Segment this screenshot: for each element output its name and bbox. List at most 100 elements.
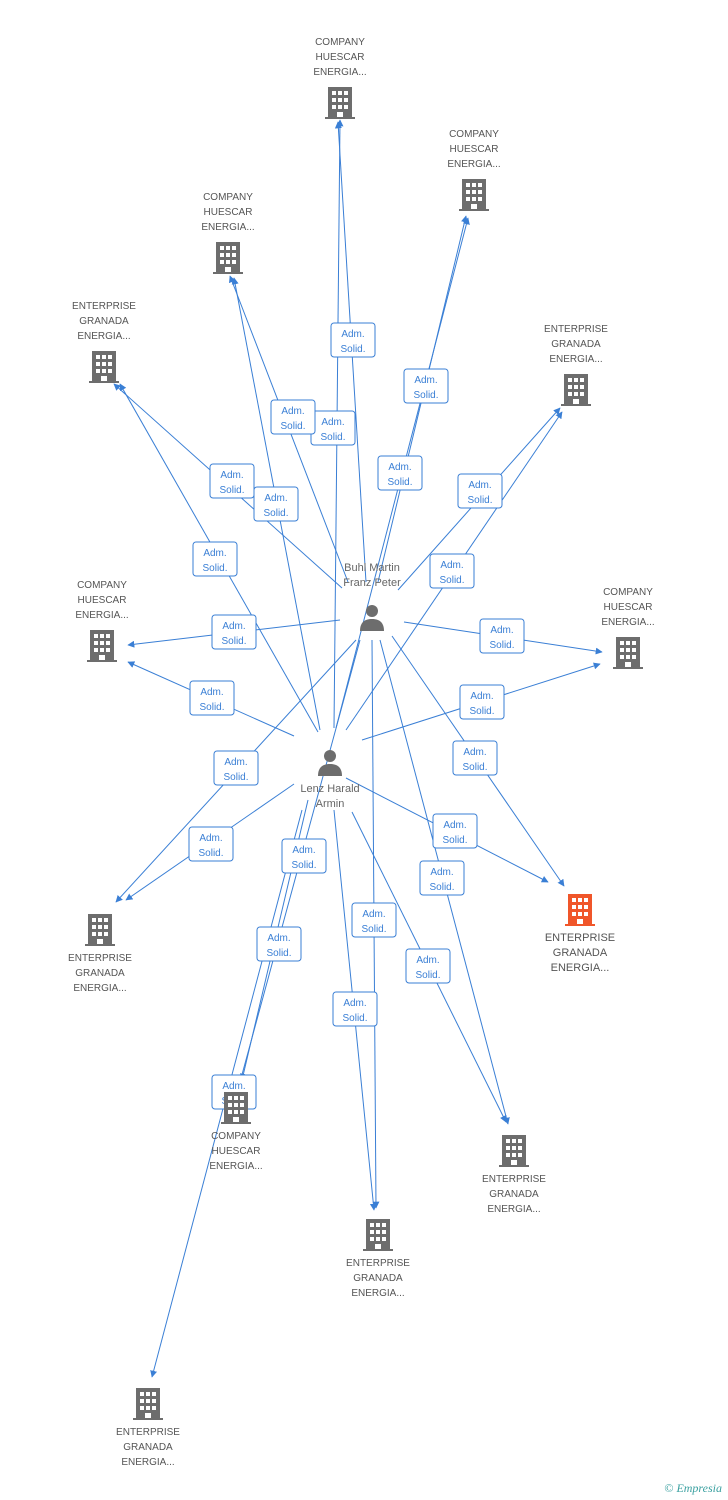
role-label[interactable]: Adm.Solid. <box>457 473 503 509</box>
role-label-text: Adm. <box>222 1081 245 1092</box>
role-label-box <box>429 553 475 589</box>
role-label-text: Solid. <box>202 563 227 574</box>
role-label-box <box>332 991 378 1027</box>
role-label-box <box>452 740 498 776</box>
building-icon <box>459 179 489 211</box>
role-label-text: Solid. <box>469 706 494 717</box>
role-label-text: Adm. <box>443 820 466 831</box>
role-label[interactable]: Adm.Solid. <box>310 410 356 446</box>
role-label[interactable]: Adm.Solid. <box>213 750 259 786</box>
role-label-text: Adm. <box>200 687 223 698</box>
role-label-box <box>419 860 465 896</box>
role-label-text: Solid. <box>415 970 440 981</box>
company-node[interactable]: ENTERPRISEGRANADAENERGIA... <box>482 1135 546 1215</box>
brand-logo: Empresia <box>676 1481 722 1495</box>
role-label[interactable]: Adm. Solid. <box>192 541 238 577</box>
role-label-text: Adm. <box>220 470 243 481</box>
role-label-box <box>281 838 327 874</box>
company-node[interactable]: ENTERPRISEGRANADAENERGIA... <box>116 1388 180 1468</box>
company-node[interactable]: COMPANYHUESCARENERGIA... <box>447 129 501 211</box>
role-label[interactable]: Adm.Solid. <box>351 902 397 938</box>
role-label-text: Adm. <box>292 845 315 856</box>
company-node[interactable]: COMPANYHUESCARENERGIA... <box>601 587 655 669</box>
company-label: COMPANY <box>449 129 499 140</box>
role-label-text: Solid. <box>221 636 246 647</box>
role-label[interactable]: Adm.Solid. <box>432 813 478 849</box>
role-label-box <box>213 750 259 786</box>
role-label[interactable]: Adm.Solid. <box>419 860 465 896</box>
company-label: ENERGIA... <box>73 983 126 994</box>
role-label-box <box>459 684 505 720</box>
company-node[interactable]: COMPANYHUESCARENERGIA... <box>201 192 255 274</box>
role-label-text: Adm. <box>414 375 437 386</box>
company-label: GRANADA <box>489 1189 539 1200</box>
company-label: ENERGIA... <box>351 1288 404 1299</box>
role-label-text: Adm. <box>264 493 287 504</box>
role-label[interactable]: Adm.Solid. <box>403 368 449 404</box>
building-icon <box>221 1092 251 1124</box>
role-label-text: Solid. <box>320 432 345 443</box>
role-label-box <box>377 455 423 491</box>
role-label-box <box>211 614 257 650</box>
role-label[interactable]: Adm.Solid. <box>211 614 257 650</box>
role-label-box <box>432 813 478 849</box>
building-icon <box>363 1219 393 1251</box>
company-node[interactable]: ENTERPRISEGRANADAENERGIA... <box>346 1219 410 1299</box>
role-label[interactable]: Adm.Solid. <box>459 684 505 720</box>
role-label-text: Adm. <box>267 933 290 944</box>
role-label[interactable]: Adm. Solid. <box>256 926 302 962</box>
building-icon <box>213 242 243 274</box>
company-label: HUESCAR <box>450 144 499 155</box>
person-icon <box>360 605 384 631</box>
role-label-text: Solid. <box>266 948 291 959</box>
role-label[interactable]: Adm.Solid. <box>253 486 299 522</box>
company-node[interactable]: COMPANYHUESCARENERGIA... <box>75 580 129 662</box>
company-node[interactable]: ENTERPRISEGRANADAENERGIA... <box>545 894 615 974</box>
building-icon <box>85 914 115 946</box>
role-label-text: Solid. <box>223 772 248 783</box>
role-label[interactable]: Adm.Solid. <box>452 740 498 776</box>
role-label-box <box>405 948 451 984</box>
role-label-text: Adm. <box>490 625 513 636</box>
role-label[interactable]: Adm.Solid. <box>188 826 234 862</box>
role-label[interactable]: Adm.Solid. <box>332 991 378 1027</box>
company-node[interactable]: ENTERPRISEGRANADAENERGIA... <box>72 301 136 383</box>
role-label[interactable]: Adm.Solid. <box>377 455 423 491</box>
company-node[interactable]: ENTERPRISEGRANADAENERGIA... <box>544 324 608 406</box>
company-node[interactable]: ENTERPRISEGRANADAENERGIA... <box>68 914 132 994</box>
nodes-layer: COMPANYHUESCARENERGIA...COMPANYHUESCAREN… <box>68 37 655 1468</box>
company-node[interactable]: COMPANYHUESCARENERGIA... <box>209 1092 263 1172</box>
role-label-text: Solid. <box>291 860 316 871</box>
company-node[interactable]: COMPANYHUESCARENERGIA... <box>313 37 367 119</box>
company-label: ENTERPRISE <box>116 1427 180 1438</box>
role-label-box <box>209 463 255 499</box>
role-label-text: Adm. <box>440 560 463 571</box>
company-label: ENERGIA... <box>209 1161 262 1172</box>
building-icon <box>325 87 355 119</box>
building-icon <box>565 894 595 926</box>
role-label[interactable]: Adm.Solid. <box>479 618 525 654</box>
role-label-box <box>270 399 316 435</box>
company-label: ENERGIA... <box>75 610 128 621</box>
role-label-text: Adm. <box>199 833 222 844</box>
role-label[interactable]: Adm.Solid. <box>270 399 316 435</box>
role-labels-layer: Adm. Solid. Adm. Solid. Adm. Solid. Adm. Solid.… <box>188 322 525 1110</box>
role-label-text: Adm. <box>343 998 366 1009</box>
company-label: ENERGIA... <box>201 222 254 233</box>
role-label-text: Adm. <box>203 548 226 559</box>
role-label[interactable]: Adm. Solid. <box>209 463 255 499</box>
building-icon <box>499 1135 529 1167</box>
role-label-text: Adm. <box>416 955 439 966</box>
role-label[interactable]: Adm.Solid. <box>189 680 235 716</box>
role-label[interactable]: Adm. Solid. <box>429 553 475 589</box>
company-label: ENERGIA... <box>487 1204 540 1215</box>
role-label[interactable]: Adm.Solid. <box>330 322 376 358</box>
company-label: GRANADA <box>551 339 601 350</box>
role-label[interactable]: Adm. Solid. <box>405 948 451 984</box>
role-label-text: Solid. <box>219 485 244 496</box>
role-label-text: Solid. <box>439 575 464 586</box>
role-label[interactable]: Adm. Solid. <box>281 838 327 874</box>
